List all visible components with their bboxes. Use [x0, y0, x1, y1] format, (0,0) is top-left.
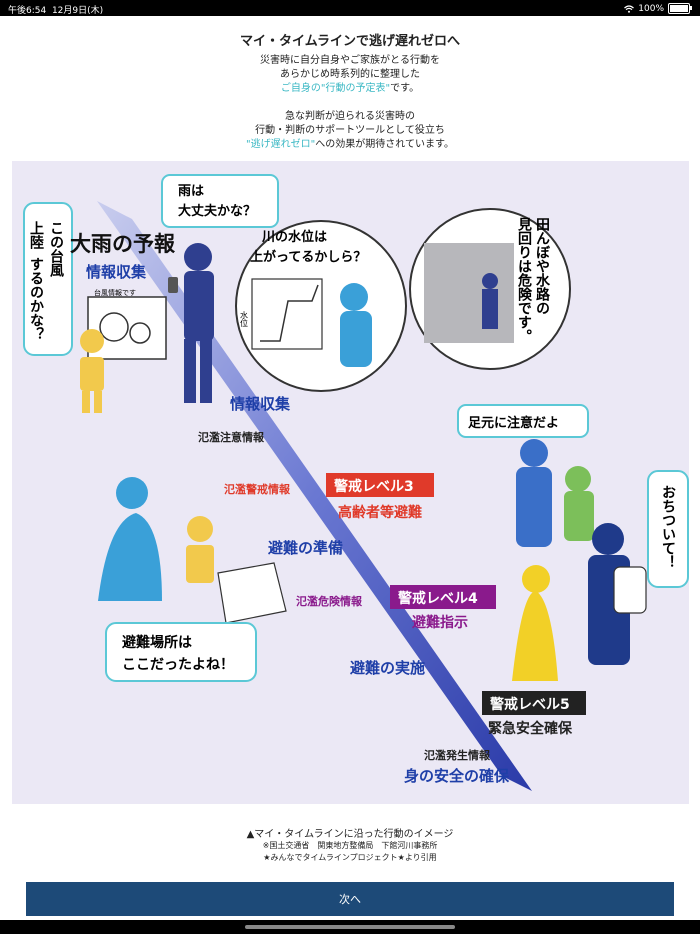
grandma-head: [565, 466, 591, 492]
bubble-typhoon: [23, 202, 73, 356]
heavy-rain-title: 大雨の予報: [70, 232, 176, 256]
page-title: マイ・タイムラインで逃げ遅れゼロへ: [239, 34, 461, 49]
bubble-rain-line-1: 雨は: [178, 184, 204, 199]
prepare-label: 避難の準備: [268, 539, 343, 557]
typhoon-card-label: 台風情報です: [94, 288, 136, 297]
bubble-field-line-1: 田んぼや水路の: [534, 217, 550, 315]
status-time-date: 午後6:54 12月9日(木): [8, 3, 103, 16]
status-time: 午後6:54: [8, 6, 47, 16]
level-3-text: 警戒レベル3: [334, 478, 414, 495]
flood-watch-label: 氾濫注意情報: [198, 430, 265, 444]
man-head: [184, 243, 212, 271]
level-5-badge: [482, 691, 586, 715]
intro-line-6: "逃げ遅れゼロ"への効果が期待されています。: [0, 138, 700, 152]
raincoat-child-body: [512, 591, 558, 681]
bubble-typhoon-text-3: するのかな？: [28, 257, 44, 341]
intro-line-2: あらかじめ時系列的に整理した: [280, 69, 420, 80]
secure-safety-label: 身の安全の確保: [404, 767, 510, 785]
bubble-river-line-2: 上がってるかしら？: [250, 249, 366, 265]
mother-head: [116, 477, 148, 509]
raincoat-child-head: [522, 565, 550, 593]
bubble-evac-site: [105, 622, 257, 682]
evac-order-label: 避難指示: [412, 614, 468, 631]
status-date: 12月9日(木): [51, 6, 104, 16]
flood-danger-label: 氾濫危険情報: [296, 594, 363, 608]
home-indicator[interactable]: [0, 920, 700, 934]
evac-execute-label: 避難の実施: [350, 659, 425, 677]
bubble-rain: [161, 174, 279, 228]
woman-head: [340, 283, 368, 311]
child-body: [80, 357, 104, 391]
status-indicators: 100%: [624, 3, 692, 14]
kid-head: [187, 516, 213, 542]
intro-line-6-rest: への効果が期待されています。: [315, 139, 454, 150]
bubble-typhoon-text-1: この台風: [48, 221, 64, 278]
intro-line-1: 災害時に自分自身やご家族がとる行動を: [260, 55, 440, 66]
bubble-feet: [457, 404, 589, 438]
intro-line-4: 急な判断が迫られる災害時の: [285, 111, 415, 122]
elderly-evac-label: 高齢者等避難: [338, 504, 422, 521]
bubble-field-line-2: 見回りは危険です。: [516, 217, 533, 343]
caption-source-2: ★みんなでタイムラインプロジェクト★より引用: [263, 853, 437, 862]
intro-line-3: ご自身の"行動の予定表"です。: [0, 82, 700, 96]
elder-body: [516, 467, 552, 547]
battery-percent: 100%: [638, 3, 664, 14]
kid-body: [186, 545, 214, 583]
next-button[interactable]: 次へ: [26, 882, 674, 916]
emergency-safety-label: 緊急安全確保: [488, 720, 573, 737]
level-5-text: 警戒レベル5: [490, 696, 570, 713]
info-gather-label-1: 情報収集: [86, 263, 147, 281]
level-4-text: 警戒レベル4: [398, 590, 478, 607]
intro-accent-schedule: ご自身の"行動の予定表": [280, 83, 391, 94]
backpack: [613, 566, 647, 614]
caption-main: ▲マイ・タイムラインに沿った行動のイメージ: [246, 829, 454, 840]
level-4-badge: [390, 585, 496, 609]
water-level-graph: [251, 278, 323, 350]
man-body: [184, 271, 214, 341]
intro-line-5: 行動・判断のサポートツールとして役立ち: [255, 125, 445, 136]
bubble-rain-line-2: 大丈夫かな？: [178, 203, 256, 219]
bubble-calm: [647, 470, 689, 588]
wifi-icon: [624, 4, 635, 13]
bubble-river-line-1: 川の水位は: [261, 229, 327, 245]
bubble-calm-text: おちついて！: [660, 485, 676, 569]
bubble-evac-line-2: ここだったよね！: [122, 657, 234, 673]
caption-source-1: ※国土交通省 関東地方整備局 下館河川事務所: [262, 841, 438, 850]
illustration-caption: ▲マイ・タイムラインに沿った行動のイメージ ※国土交通省 関東地方整備局 下館河…: [0, 825, 700, 864]
bubble-feet-text: 足元に注意だよ: [468, 415, 559, 431]
father-head: [592, 523, 624, 555]
intro-accent-zero: "逃げ遅れゼロ": [246, 139, 316, 150]
battery-icon: [668, 3, 692, 14]
woman-body: [340, 311, 372, 367]
info-gather-label-2: 情報収集: [230, 395, 291, 413]
phone-icon: [168, 277, 178, 293]
elder-head: [520, 439, 548, 467]
mother-body: [98, 513, 162, 601]
child-head: [80, 329, 104, 353]
evac-map: [217, 562, 287, 624]
intro-line-3-rest: です。: [390, 83, 420, 94]
bubble-typhoon-text-2: 上陸: [28, 221, 44, 250]
flood-occur-label: 氾濫発生情報: [424, 748, 491, 762]
level-3-badge: [326, 473, 434, 497]
rain-field: [424, 243, 514, 343]
flood-warning-label: 氾濫警戒情報: [224, 482, 291, 496]
status-bar: 午後6:54 12月9日(木) 100%: [0, 0, 700, 16]
timeline-illustration: この台風 上陸 するのかな？ 大雨の予報 情報収集 台風情報です 雨は 大丈夫か…: [12, 161, 689, 804]
intro-text: 災害時に自分自身やご家族がとる行動を あらかじめ時系列的に整理した ご自身の"行…: [0, 54, 700, 152]
graph-axis-label: 水位: [240, 310, 249, 327]
bubble-evac-line-1: 避難場所は: [122, 634, 192, 651]
